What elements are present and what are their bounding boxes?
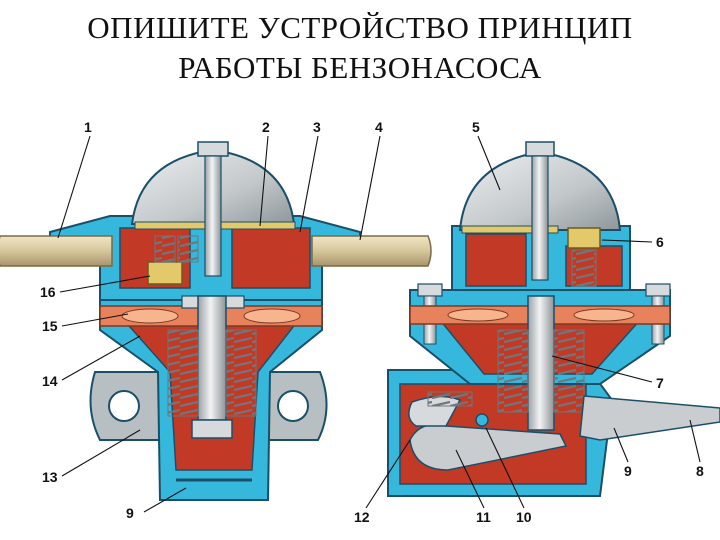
callout-4: 4 — [375, 119, 383, 135]
title-line-2: РАБОТЫ БЕНЗОНАСОСА — [178, 50, 542, 85]
right-spring-right — [553, 329, 585, 413]
outlet-pipe — [311, 235, 432, 267]
callout-10: 10 — [516, 509, 532, 525]
callout-9-left: 9 — [126, 505, 134, 521]
callout-13: 13 — [42, 469, 58, 485]
side-bolt-left-head — [417, 283, 443, 297]
valve-chamber-right — [231, 227, 311, 289]
callout-2: 2 — [262, 119, 270, 135]
diaphragm-layer-right — [243, 308, 301, 324]
left-pump-section — [0, 141, 432, 501]
left-lug-hole — [108, 390, 140, 422]
right-chamber-left — [465, 233, 527, 287]
side-bolt-right-head — [645, 283, 671, 297]
callout-7: 7 — [656, 375, 664, 391]
pump-rod — [197, 295, 227, 421]
callout-3: 3 — [313, 119, 321, 135]
callout-15: 15 — [42, 318, 58, 334]
inlet-pipe — [0, 235, 113, 267]
cover-bolt — [204, 155, 222, 277]
inlet-valve-spring — [154, 235, 176, 263]
title-line-1: ОПИШИТЕ УСТРОЙСТВО ПРИНЦИП — [87, 10, 633, 45]
diaphragm-layer-left — [121, 308, 179, 324]
outlet-valve-spring-r — [571, 249, 597, 287]
rod-end — [191, 419, 233, 439]
callout-11: 11 — [476, 509, 491, 525]
outlet-valve-spring — [177, 235, 199, 263]
right-filter-screen — [461, 225, 559, 234]
diaphragm-spring-left — [167, 329, 199, 417]
callout-16: 16 — [40, 284, 56, 300]
right-pump-rod — [527, 295, 555, 431]
diaphragm-spring-right — [225, 329, 257, 417]
drive-lever — [579, 395, 720, 441]
right-cover-bolt — [531, 155, 549, 281]
inlet-valve — [147, 261, 183, 285]
callout-14: 14 — [42, 373, 58, 389]
right-diaphragm-layer-left — [447, 308, 509, 322]
right-diaphragm-layer-right — [573, 308, 635, 322]
callout-8: 8 — [696, 463, 704, 479]
right-lug-hole — [277, 390, 309, 422]
callout-leaders — [57, 135, 701, 513]
slide-title: ОПИШИТЕ УСТРОЙСТВО ПРИНЦИП РАБОТЫ БЕНЗОН… — [0, 8, 720, 88]
callout-9-right: 9 — [624, 463, 632, 479]
cover-bolt-head — [197, 141, 229, 157]
right-pump-section — [387, 141, 720, 497]
right-cover-bolt-head — [525, 141, 555, 157]
lever-return-spring — [427, 391, 473, 407]
callout-6: 6 — [656, 234, 664, 250]
callout-5: 5 — [472, 119, 480, 135]
outlet-valve — [567, 227, 601, 249]
right-spring-left — [497, 329, 529, 413]
callout-numbers: 1 2 3 4 5 6 7 8 9 10 11 12 13 14 15 16 9 — [40, 119, 704, 525]
inner-lever — [409, 423, 568, 471]
callout-1: 1 — [84, 119, 92, 135]
lever-pivot — [475, 413, 489, 427]
callout-12: 12 — [354, 509, 370, 525]
